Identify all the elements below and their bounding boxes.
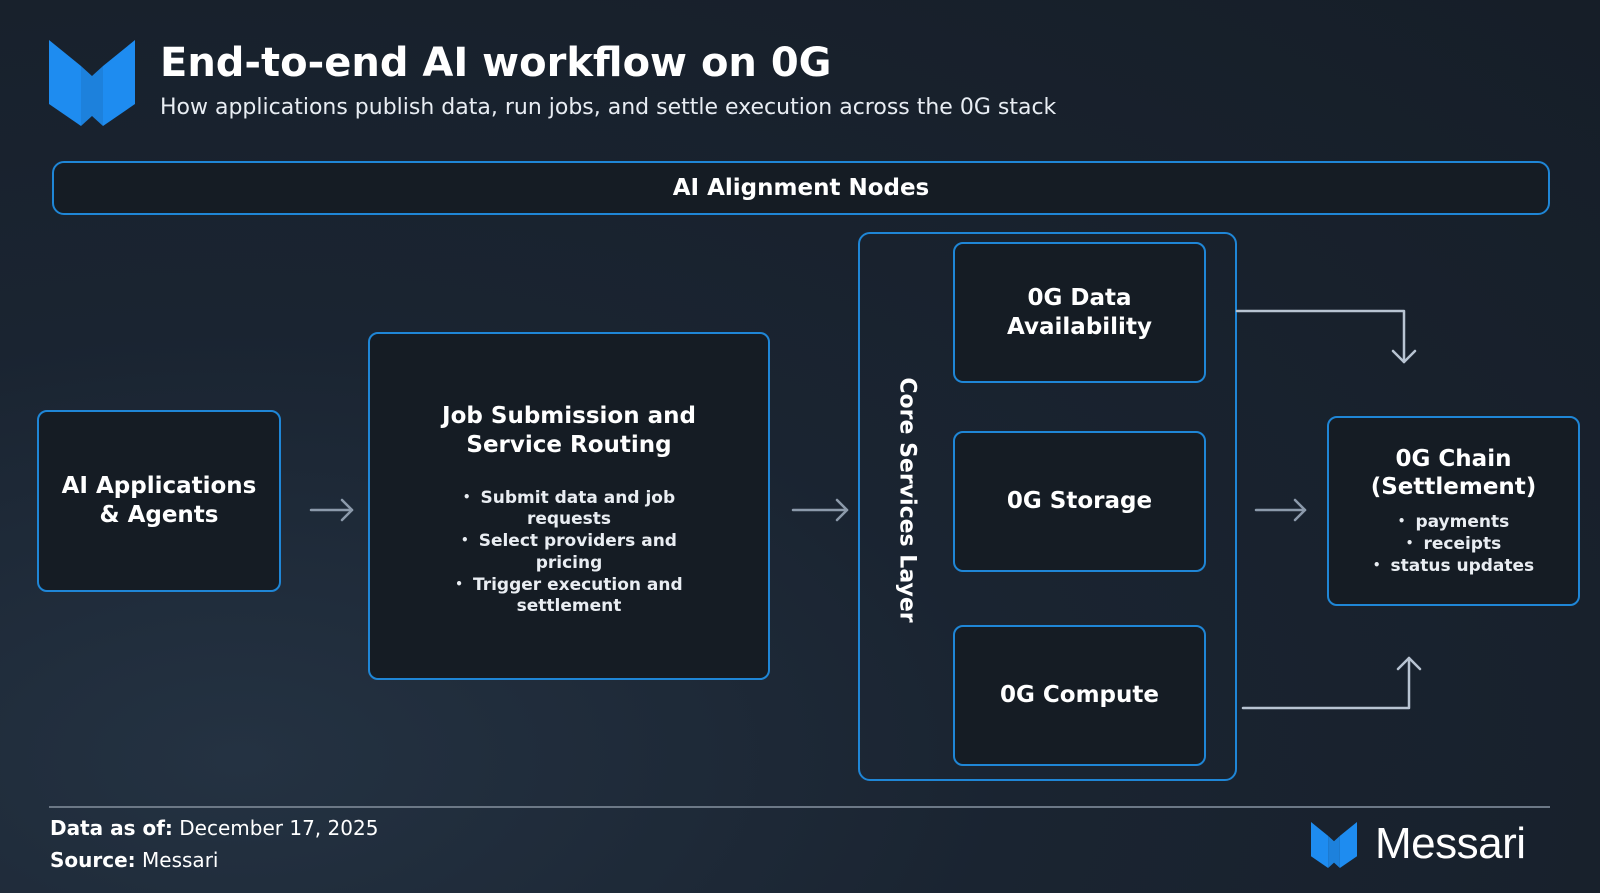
chain-settlement-box: 0G Chain (Settlement) payments receipts … — [1327, 416, 1580, 606]
source-value: Messari — [142, 848, 219, 872]
footer-brand-wordmark: Messari — [1375, 819, 1526, 868]
ai-applications-box: AI Applications & Agents — [37, 410, 281, 592]
chain-settlement-bullets: payments receipts status updates — [1373, 512, 1535, 578]
chain-settlement-title: 0G Chain (Settlement) — [1370, 445, 1537, 501]
bullet-item: Submit data and job requests — [444, 488, 694, 532]
data-availability-box: 0G Data Availability — [953, 242, 1206, 383]
messari-logo-icon — [1311, 822, 1357, 868]
bullet-item: payments — [1373, 512, 1534, 534]
arrow-right-icon — [791, 498, 849, 522]
page-title: End-to-end AI workflow on 0G — [160, 40, 832, 86]
source-line: Source: Messari — [50, 848, 218, 872]
job-submission-box: Job Submission and Service Routing Submi… — [368, 332, 770, 680]
page-subtitle: How applications publish data, run jobs,… — [160, 95, 1057, 120]
alignment-nodes-bar: AI Alignment Nodes — [52, 161, 1550, 215]
source-label: Source: — [50, 848, 136, 872]
data-as-of: Data as of: December 17, 2025 — [50, 816, 378, 840]
data-availability-title: 0G Data Availability — [1007, 284, 1152, 340]
compute-title: 0G Compute — [1000, 682, 1159, 709]
compute-box: 0G Compute — [953, 625, 1206, 766]
messari-logo-icon — [49, 40, 135, 126]
core-services-container — [858, 232, 1237, 781]
footer-divider — [49, 806, 1550, 808]
alignment-nodes-label: AI Alignment Nodes — [672, 174, 930, 201]
job-submission-bullets: Submit data and job requests Select prov… — [444, 488, 694, 619]
bullet-item: status updates — [1373, 556, 1535, 578]
arrow-right-icon — [1254, 498, 1307, 522]
data-as-of-label: Data as of: — [50, 816, 173, 840]
job-submission-title: Job Submission and Service Routing — [442, 403, 696, 458]
bullet-item: Trigger execution and settlement — [444, 575, 694, 619]
connector-down-arrow-icon — [1235, 309, 1417, 364]
bullet-item: Select providers and pricing — [444, 531, 694, 575]
arrow-right-icon — [309, 498, 354, 522]
bullet-item: receipts — [1373, 534, 1534, 556]
ai-applications-title: AI Applications & Agents — [61, 473, 257, 528]
storage-title: 0G Storage — [1006, 488, 1153, 515]
data-as-of-value: December 17, 2025 — [179, 816, 379, 840]
storage-box: 0G Storage — [953, 431, 1206, 572]
connector-up-arrow-icon — [1241, 656, 1422, 710]
